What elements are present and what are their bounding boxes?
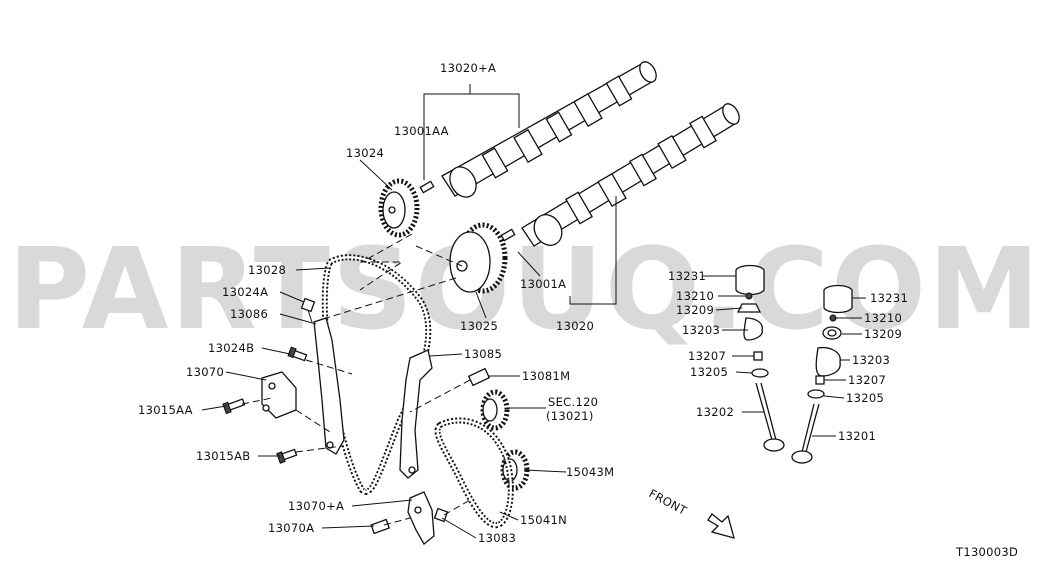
label-13207-right: 13207: [848, 373, 886, 387]
tensioner-13070-plus-a[interactable]: [407, 491, 435, 545]
label-13231-left: 13231: [668, 269, 706, 283]
bolt-13083[interactable]: [433, 507, 449, 523]
label-13024a: 13024A: [222, 285, 268, 299]
label-13202: 13202: [696, 405, 734, 419]
front-direction-arrow: FRONT: [647, 486, 735, 539]
label-13085: 13085: [464, 347, 502, 361]
crank-sprocket-13021[interactable]: [480, 389, 510, 431]
bolt-13024a[interactable]: [300, 297, 316, 323]
label-13231-right: 13231: [870, 291, 908, 305]
cam-sprocket-13024[interactable]: [378, 178, 420, 238]
label-13001a: 13001A: [520, 277, 566, 291]
bolt-13081m[interactable]: [467, 367, 491, 387]
label-13015aa: 13015AA: [138, 403, 193, 417]
label-13086: 13086: [230, 307, 268, 321]
tensioner-arm-13086[interactable]: [313, 317, 345, 455]
leader-lines: [201, 84, 866, 539]
watermark-text: PARTSOUQ.COM: [8, 225, 1042, 355]
oil-pump-chain-15041n[interactable]: [434, 417, 514, 529]
valvetrain-left[interactable]: [735, 264, 785, 452]
label-13025: 13025: [460, 319, 498, 333]
vtc-sprocket-13025[interactable]: [449, 222, 508, 294]
label-13070a: 13070A: [268, 521, 314, 535]
label-13070: 13070: [186, 365, 224, 379]
camshaft-upper[interactable]: [419, 59, 659, 202]
label-13024: 13024: [346, 146, 384, 160]
label-13205-left: 13205: [690, 365, 728, 379]
label-13209-right: 13209: [864, 327, 902, 341]
label-13205-right: 13205: [846, 391, 884, 405]
part-labels: 13020+A 13001AA 13024 13028 13024A 13086…: [138, 61, 1018, 559]
label-13210-right: 13210: [864, 311, 902, 325]
bolt-13015aa[interactable]: [222, 398, 246, 415]
label-13015ab: 13015AB: [196, 449, 250, 463]
label-13207-left: 13207: [688, 349, 726, 363]
label-13201: 13201: [838, 429, 876, 443]
label-13081m: 13081M: [522, 369, 570, 383]
label-13024b: 13024B: [208, 341, 254, 355]
label-13203-left: 13203: [682, 323, 720, 337]
valvetrain-right[interactable]: [791, 284, 853, 464]
diagram-code: T130003D: [955, 545, 1018, 559]
label-13028: 13028: [248, 263, 286, 277]
camshaft-lower[interactable]: [500, 101, 742, 250]
label-sec120: SEC.120: [548, 395, 598, 409]
label-13001aa: 13001AA: [394, 124, 449, 138]
bolt-13024b[interactable]: [287, 346, 308, 362]
label-13070-plus-a-bottom: 13070+A: [288, 499, 344, 513]
label-13020: 13020: [556, 319, 594, 333]
front-label: FRONT: [647, 486, 690, 518]
chain-guide-13085[interactable]: [399, 349, 433, 479]
alignment-dashes: [241, 233, 471, 526]
label-15041n: 15041N: [520, 513, 567, 527]
bolt-13015ab[interactable]: [276, 448, 298, 464]
label-13203-right: 13203: [852, 353, 890, 367]
chain-tensioner-13070[interactable]: [261, 371, 297, 419]
label-15043m: 15043M: [566, 465, 614, 479]
label-13210-left: 13210: [676, 289, 714, 303]
label-sec120-sub: (13021): [546, 409, 594, 423]
label-13209-left: 13209: [676, 303, 714, 317]
label-13083: 13083: [478, 531, 516, 545]
label-13020-plus-a: 13020+A: [440, 61, 496, 75]
